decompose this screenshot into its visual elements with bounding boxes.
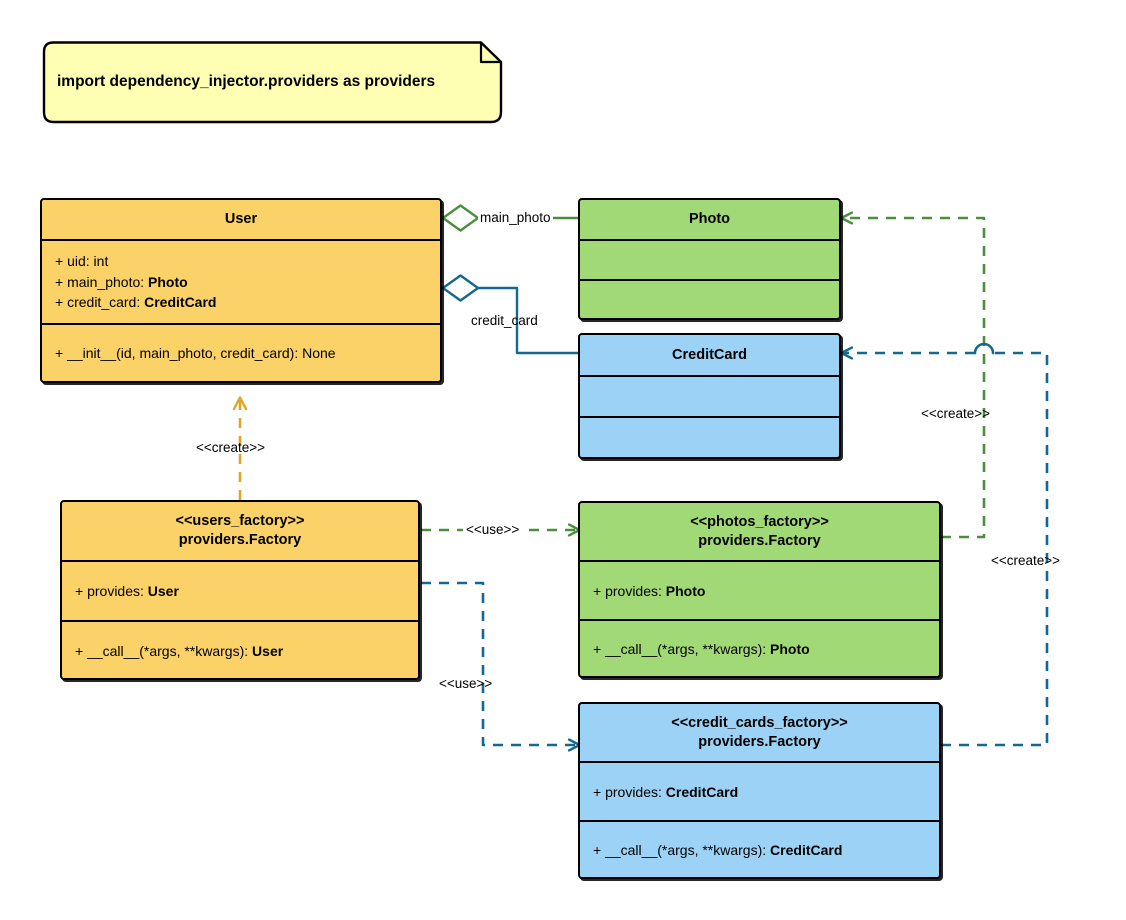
visibility: +: [55, 344, 68, 361]
class-methods-users-factory: + __call__(*args, **kwargs): User: [62, 620, 418, 678]
attr-name: main_photo:: [67, 273, 149, 290]
class-attributes-photo: [580, 239, 839, 279]
class-methods-user: + __init__(id, main_photo, credit_card):…: [42, 323, 440, 380]
class-methods-credit-cards-factory: + __call__(*args, **kwargs): CreditCard: [580, 820, 939, 877]
class-attributes-photos-factory: + provides: Photo: [580, 560, 939, 619]
attribute-row: + credit_card: CreditCard: [55, 292, 440, 313]
visibility: +: [55, 253, 68, 270]
class-attributes-user: + uid: int + main_photo: Photo + credit_…: [42, 239, 440, 323]
attribute-row: + provides: Photo: [593, 583, 705, 599]
method-type: User: [252, 642, 284, 659]
class-header-users-factory: <<users_factory>> providers.Factory: [62, 502, 418, 560]
class-header-user: User: [42, 200, 440, 239]
attr-type: Photo: [148, 273, 188, 290]
edge-label-create-photo: <<create>>: [921, 406, 991, 421]
class-methods-creditcard: [580, 416, 839, 457]
attr-type: CreditCard: [665, 783, 739, 800]
note-text: import dependency_injector.providers as …: [57, 73, 436, 90]
visibility: +: [75, 583, 88, 599]
attribute-row: + provides: User: [75, 583, 179, 599]
class-name-photo: Photo: [688, 211, 731, 228]
class-methods-photo: [580, 279, 839, 318]
class-box-credit-cards-factory[interactable]: <<credit_cards_factory>> providers.Facto…: [578, 702, 941, 879]
class-stereotype-credit-cards-factory: <<credit_cards_factory>>: [671, 714, 848, 731]
attribute-row: + main_photo: Photo: [55, 272, 440, 293]
method-row: + __call__(*args, **kwargs): Photo: [593, 641, 810, 657]
attr-name: uid:: [67, 253, 94, 270]
class-header-photo: Photo: [580, 200, 839, 239]
attr-type: Photo: [665, 582, 706, 599]
attr-name: provides:: [87, 583, 148, 599]
class-attributes-creditcard: [580, 375, 839, 416]
class-box-photos-factory[interactable]: <<photos_factory>> providers.Factory + p…: [578, 501, 941, 678]
edge-photosfactory-photo: [842, 218, 986, 539]
method-name: __call__(*args, **kwargs):: [87, 642, 253, 659]
method-row: + __call__(*args, **kwargs): CreditCard: [593, 842, 842, 858]
visibility: +: [55, 273, 68, 290]
class-attributes-credit-cards-factory: + provides: CreditCard: [580, 761, 939, 820]
class-box-creditcard[interactable]: CreditCard: [578, 333, 841, 459]
note-shape: [42, 41, 503, 124]
class-box-users-factory[interactable]: <<users_factory>> providers.Factory + pr…: [60, 500, 420, 680]
class-methods-photos-factory: + __call__(*args, **kwargs): Photo: [580, 619, 939, 676]
attr-type: CreditCard: [144, 294, 217, 311]
visibility: +: [593, 582, 606, 599]
class-name-creditcard: CreditCard: [672, 346, 747, 363]
class-name-users-factory: providers.Factory: [178, 532, 302, 548]
class-header-credit-cards-factory: <<credit_cards_factory>> providers.Facto…: [580, 704, 939, 761]
class-name-credit-cards-factory: providers.Factory: [698, 733, 821, 750]
attribute-row: + uid: int: [55, 251, 440, 272]
attr-name: provides:: [605, 582, 666, 599]
attr-type: User: [147, 583, 179, 599]
class-box-photo[interactable]: Photo: [578, 198, 841, 320]
method-row: + __init__(id, main_photo, credit_card):…: [55, 345, 336, 361]
edge-label-use-photos-factory: <<use>>: [463, 523, 523, 537]
method-type: None: [302, 344, 336, 361]
method-name: __call__(*args, **kwargs):: [605, 842, 771, 858]
attr-name: provides:: [605, 783, 666, 800]
visibility: +: [593, 842, 606, 858]
class-header-creditcard: CreditCard: [580, 335, 839, 375]
class-name-user: User: [224, 211, 258, 228]
edge-label-create-user: <<create>>: [196, 440, 266, 455]
visibility: +: [55, 294, 68, 311]
class-box-user[interactable]: User + uid: int + main_photo: Photo + cr…: [40, 198, 442, 383]
class-header-photos-factory: <<photos_factory>> providers.Factory: [580, 503, 939, 560]
attr-name: credit_card:: [67, 294, 145, 311]
visibility: +: [593, 641, 606, 657]
edge-label-create-credit-card: <<create>>: [991, 553, 1061, 568]
visibility: +: [75, 642, 88, 659]
class-stereotype-users-factory: <<users_factory>>: [175, 513, 305, 530]
edge-label-main-photo: main_photo: [478, 210, 553, 225]
method-name: __init__(id, main_photo, credit_card):: [67, 344, 303, 361]
edge-label-use-credit-cards-factory: <<use>>: [439, 676, 493, 691]
method-row: + __call__(*args, **kwargs): User: [75, 643, 283, 659]
attr-type: int: [93, 253, 109, 270]
method-name: __call__(*args, **kwargs):: [605, 641, 771, 657]
class-stereotype-photos-factory: <<photos_factory>>: [690, 513, 829, 530]
attribute-row: + provides: CreditCard: [593, 784, 738, 800]
edge-label-credit-card: credit_card: [471, 313, 538, 328]
visibility: +: [593, 783, 606, 800]
edge-usersfactory-creditcardsfactory: [421, 581, 579, 745]
method-type: CreditCard: [770, 842, 843, 858]
class-attributes-users-factory: + provides: User: [62, 560, 418, 620]
class-name-photos-factory: providers.Factory: [698, 532, 821, 549]
method-type: Photo: [770, 641, 810, 657]
import-note: import dependency_injector.providers as …: [38, 40, 504, 125]
